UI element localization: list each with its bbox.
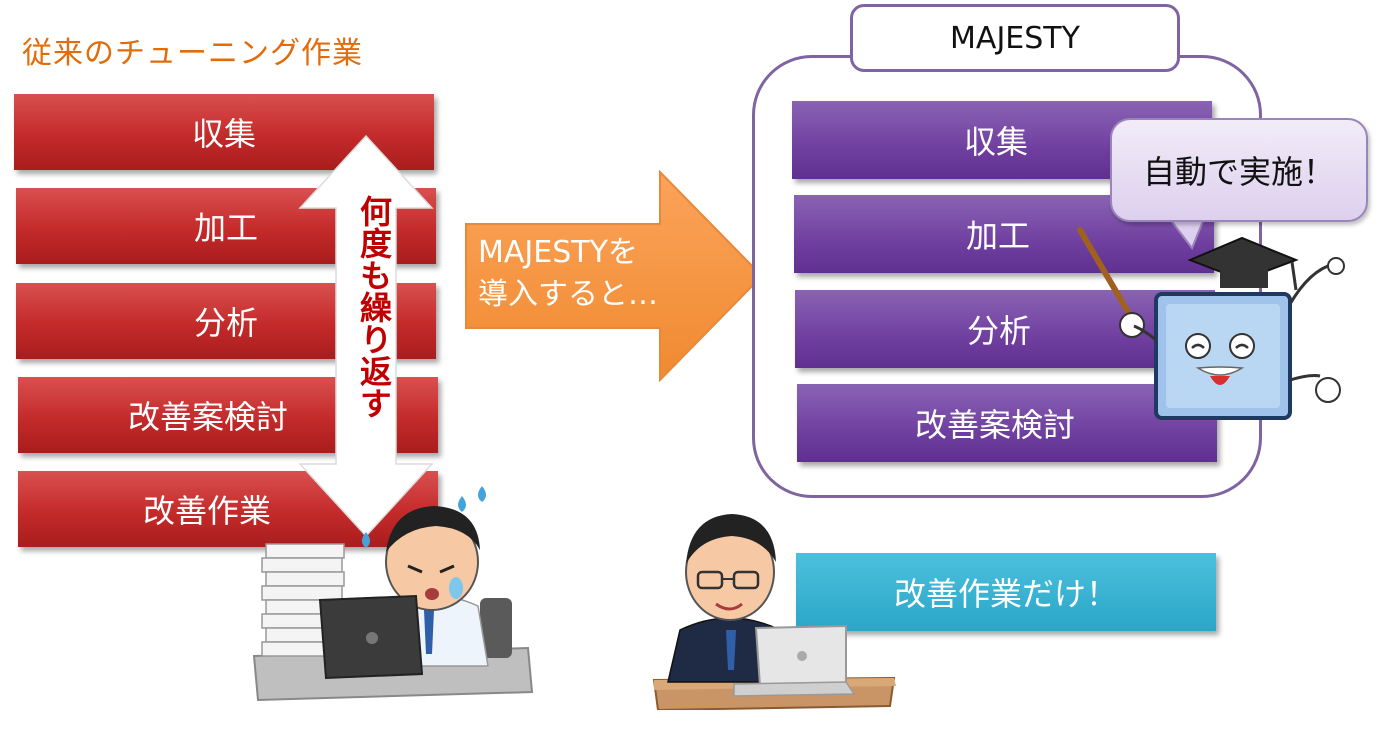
arrow-label: MAJESTYを 導入すると…: [478, 232, 708, 316]
result-box: 改善作業だけ！: [796, 553, 1216, 631]
left-title: 従来のチューニング作業: [22, 36, 363, 71]
speech-bubble: 自動で実施！: [1110, 118, 1368, 222]
relaxed-worker-icon: [652, 514, 896, 710]
majesty-title: MAJESTY: [850, 4, 1180, 72]
majesty-step-analyze: 分析: [795, 290, 1215, 368]
robot-teacher-icon: [1077, 227, 1345, 420]
repeat-label: 何度も繰り返す: [355, 195, 393, 419]
stressed-worker-icon: [252, 486, 534, 702]
arrow-label-line1: MAJESTYを: [478, 235, 638, 270]
right-arrow-icon: [465, 170, 764, 382]
left-step-collect: 収集: [14, 94, 434, 170]
majesty-step-plan: 改善案検討: [797, 384, 1217, 462]
arrow-label-line2: 導入すると…: [478, 277, 658, 312]
